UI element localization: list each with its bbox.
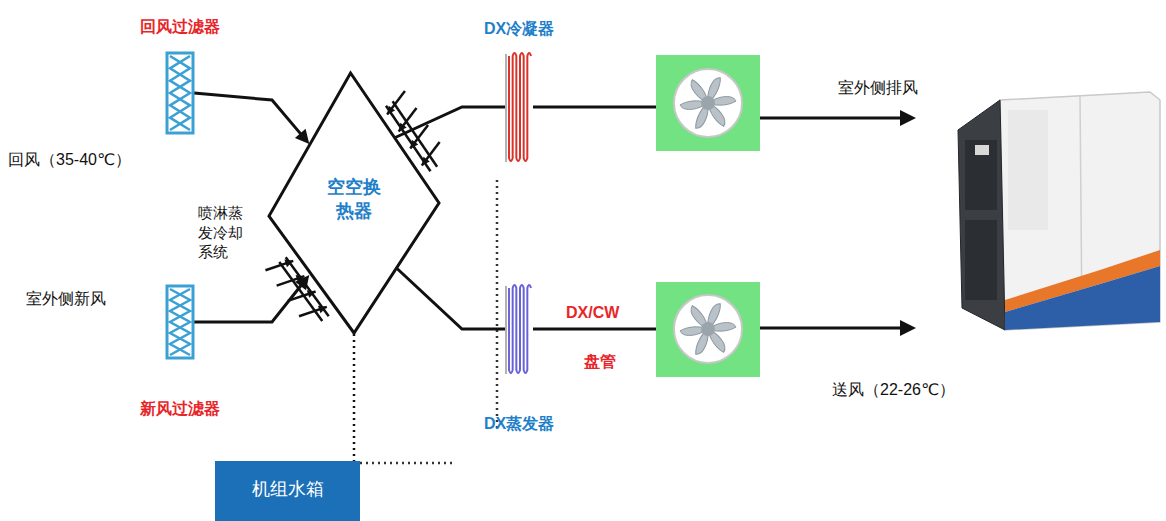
connector-line: [397, 269, 505, 330]
outlet-label: 送风（22-26℃）: [832, 380, 955, 401]
coil-tube: [509, 53, 531, 161]
spray-arrow-head: [284, 260, 293, 268]
connector: [194, 93, 309, 144]
node-label: 回风过滤器: [140, 17, 220, 38]
spray-arrow-head: [399, 123, 407, 132]
spray-arrow-head: [422, 157, 430, 166]
water-line: [354, 462, 456, 465]
node-label: DX冷凝器: [484, 19, 554, 40]
spray-arrow: [422, 142, 440, 166]
evaporator-coil: DX蒸发器: [505, 286, 533, 374]
spray-arrow-head: [387, 106, 395, 115]
node-label: 机组水箱: [252, 477, 324, 501]
filter-shape: [166, 52, 194, 134]
connector: [194, 275, 309, 322]
arrow-head: [295, 129, 309, 144]
air-line: [533, 106, 656, 109]
filter: 新风过滤器: [166, 285, 194, 359]
connector: [397, 269, 505, 330]
arrow-head: [900, 110, 916, 126]
spray-arrow-head: [410, 140, 418, 149]
inlet-label: 室外侧新风: [26, 289, 106, 310]
arrow-head: [295, 275, 309, 290]
node-label: 新风过滤器: [140, 399, 220, 420]
heat-exchanger: 空空换热器: [268, 72, 440, 334]
filter-frame: [167, 286, 193, 358]
node-label: DX蒸发器: [484, 414, 554, 435]
connector: [354, 334, 355, 461]
divider-line: [496, 180, 499, 428]
connector-line: [395, 107, 505, 138]
air-line: [760, 117, 905, 120]
node-label: 空空换热器: [324, 175, 383, 224]
filter-mesh: [170, 56, 190, 130]
connector: [395, 107, 505, 138]
outlet-label: 室外侧排风: [838, 78, 918, 99]
filter-mesh: [170, 289, 190, 355]
coil-type-label: DX/CW: [566, 303, 619, 324]
condenser-coil-shape: [505, 54, 533, 162]
coil-header: [505, 286, 507, 374]
fan-unit: [656, 55, 760, 151]
spray-arrow-head: [307, 290, 316, 298]
coil-header: [505, 54, 507, 162]
water-tank: 机组水箱: [215, 461, 360, 521]
connector-line: [194, 284, 302, 322]
inlet-label: 回风（35-40℃）: [8, 150, 131, 171]
filter: 回风过滤器: [166, 52, 194, 134]
evaporator-coil-shape: [505, 286, 533, 374]
filter-shape: [166, 285, 194, 359]
arrow-head: [900, 320, 916, 336]
connector-line: [353, 334, 356, 461]
filter-frame: [167, 53, 193, 133]
condenser-coil: DX冷凝器: [505, 54, 533, 162]
filter-mesh: [170, 289, 190, 355]
air-line: [760, 327, 905, 330]
spray-arrow: [387, 91, 405, 115]
spray-arrow-head: [318, 306, 327, 314]
coil-tube: [509, 285, 531, 373]
server-cabinet: [958, 92, 1160, 330]
air-line: [533, 328, 656, 331]
diamond-outline: [269, 73, 439, 333]
fan-unit: [656, 282, 760, 377]
filter-mesh: [170, 56, 190, 130]
coil-type-label: 盘管: [584, 352, 616, 373]
tank-box: [215, 461, 360, 521]
system-label: 喷淋蒸发冷却系统: [198, 203, 243, 262]
connector-line: [194, 93, 302, 135]
